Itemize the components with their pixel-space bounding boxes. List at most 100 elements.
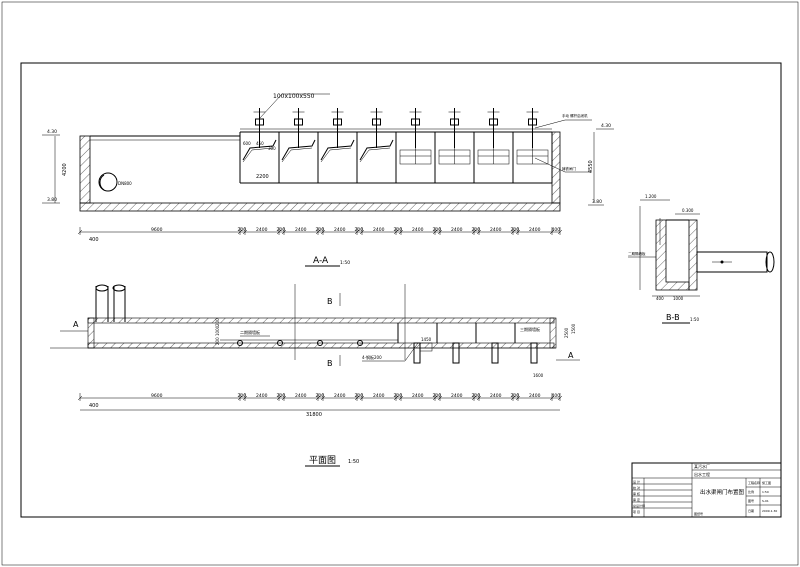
tb-row-label: 总设计师	[633, 503, 645, 508]
aa-gate-plate-inner	[359, 147, 391, 163]
plan-bolt-icon	[317, 340, 323, 346]
tb-cell-5: 日期	[748, 508, 754, 513]
aa-dim-text: 400	[552, 227, 561, 233]
aa-gate-plate	[281, 139, 316, 161]
aa-right-note-1: 手动 螺杆启闭机	[562, 113, 588, 118]
plan-dim-text: 2400	[451, 393, 463, 399]
tb-row-label: 审 核	[633, 491, 640, 496]
aa-elev-left-top: 4.30	[47, 129, 57, 135]
aa-elev-left-bottom: 3.80	[47, 197, 57, 203]
tb-value-2: 1:50	[762, 490, 769, 494]
aa-dim-text: 200	[316, 227, 325, 233]
tb-value-1: 施工图	[762, 480, 771, 485]
bb-flow-arrow-icon	[720, 260, 724, 264]
aa-gate-plate	[320, 139, 355, 161]
tb-cell-3: 比例	[748, 489, 754, 494]
plan-label-slot: 三期隔墙板	[520, 326, 540, 332]
plan-label-channel: 二期隔墙板	[240, 329, 260, 335]
bb-dim-bottom-1: 400	[656, 296, 664, 301]
aa-dim-text: 200	[511, 227, 520, 233]
tb-cell-2: 工程名称	[748, 480, 760, 485]
aa-elev-right-bottom: 3.80	[592, 199, 602, 205]
section-aa: DN800 100x100x550 手动 螺杆启闭机 铸铁闸门 4.30 3.8…	[42, 93, 614, 267]
tb-row-label: 校 对	[633, 485, 640, 490]
aa-dim-left-end: 400	[89, 237, 99, 243]
aa-gate-plate	[242, 139, 277, 161]
section-bb: 1.200 0.300 二期隔墙板 400 1000 B-B 1:50	[628, 194, 775, 324]
aa-scale: 1:50	[340, 260, 350, 266]
plan-dim-text: 2400	[256, 393, 268, 399]
plan-right-wall	[549, 317, 557, 349]
plan-dim-text: 2400	[490, 393, 502, 399]
aa-hoist-icon	[372, 118, 381, 126]
aa-height-left: 4200	[62, 163, 68, 176]
aa-hoist-icon	[333, 118, 342, 126]
tb-cell-4: 图号	[748, 498, 754, 503]
aa-hoist-icon	[528, 118, 537, 126]
aa-dim-gate-3: 300	[268, 146, 276, 151]
plan-scale: 1:50	[348, 459, 359, 465]
aa-dim-text: 2400	[490, 227, 502, 233]
aa-gate-plate	[359, 139, 394, 161]
plan-dim-text: 2400	[529, 393, 541, 399]
aa-elev-right-top: 4.30	[601, 123, 611, 129]
aa-dim-text: 200	[472, 227, 481, 233]
plan-dim-left-1: 200	[215, 337, 220, 345]
aa-dim-text: 2400	[373, 227, 385, 233]
aa-dim-text: 200	[355, 227, 364, 233]
plan-dim-small-2: 1600	[533, 373, 544, 378]
aa-height-right: 4550	[588, 160, 594, 173]
aa-right-note-2: 铸铁闸门	[562, 166, 576, 171]
aa-dim-text: 2400	[451, 227, 463, 233]
tb-row-label: 审 定	[633, 497, 640, 502]
plan-bolt-icon	[357, 340, 363, 346]
aa-hoist-icon	[411, 118, 420, 126]
plan-dim-text: 200	[394, 393, 403, 399]
plan-riser-pipe-1	[95, 284, 109, 292]
plan-dim-text: 200	[511, 393, 520, 399]
aa-pipe-label: DN800	[118, 181, 132, 186]
plan-dim-text: 2400	[334, 393, 346, 399]
aa-gate-plate-inner	[242, 147, 274, 163]
plan-left-wall	[87, 317, 95, 349]
plan-top-wall	[87, 317, 555, 324]
aa-dim-text: 2400	[412, 227, 424, 233]
plan-gate-slot	[530, 342, 538, 364]
aa-dim-text: 200	[394, 227, 403, 233]
aa-hoist-icon	[255, 118, 264, 126]
tb-value-3: S-01	[762, 499, 769, 503]
aa-dim-text: 9600	[151, 227, 163, 233]
plan-gate-slot	[452, 342, 460, 364]
plan-bolt-icon	[237, 340, 243, 346]
aa-dim-gate-2: 450	[256, 141, 264, 146]
bb-title: B-B	[666, 313, 680, 322]
aa-inlet-pipe	[98, 172, 118, 192]
aa-callout-text: 100x100x550	[273, 93, 315, 100]
tb-row-label: 项 目	[633, 510, 640, 514]
plan-cut-a-left: A	[73, 320, 79, 329]
aa-right-wall	[551, 131, 561, 204]
bb-wall-left	[655, 219, 690, 291]
plan-dim-text: 2400	[295, 393, 307, 399]
plan-dim-text: 200	[238, 393, 247, 399]
plan-dim-right-2: 1500	[571, 323, 576, 334]
aa-left-wall	[79, 135, 91, 204]
tb-drawing-name: 出水渠闸门布置图	[700, 488, 745, 496]
bb-outlet-pipe	[696, 251, 768, 273]
tb-project: 某污水厂	[694, 463, 710, 469]
sheet-inner-border	[20, 62, 782, 518]
plan-dim-right-1: 2500	[564, 327, 569, 338]
aa-dim-text: 2400	[256, 227, 268, 233]
plan-view: A A B B 二期隔墙板 4-钢板200 三期隔墙板 2500 1500 20…	[50, 284, 580, 467]
plan-dim-text: 2400	[373, 393, 385, 399]
plan-cut-b-bottom: B	[327, 359, 333, 368]
plan-dim-small-1: 1450	[421, 337, 432, 342]
plan-dim-text: 2400	[412, 393, 424, 399]
aa-dim-bay: 2200	[256, 174, 269, 180]
aa-dim-text: 200	[277, 227, 286, 233]
plan-dim-text: 200	[433, 393, 442, 399]
tb-row-label: 设 计	[633, 479, 640, 484]
